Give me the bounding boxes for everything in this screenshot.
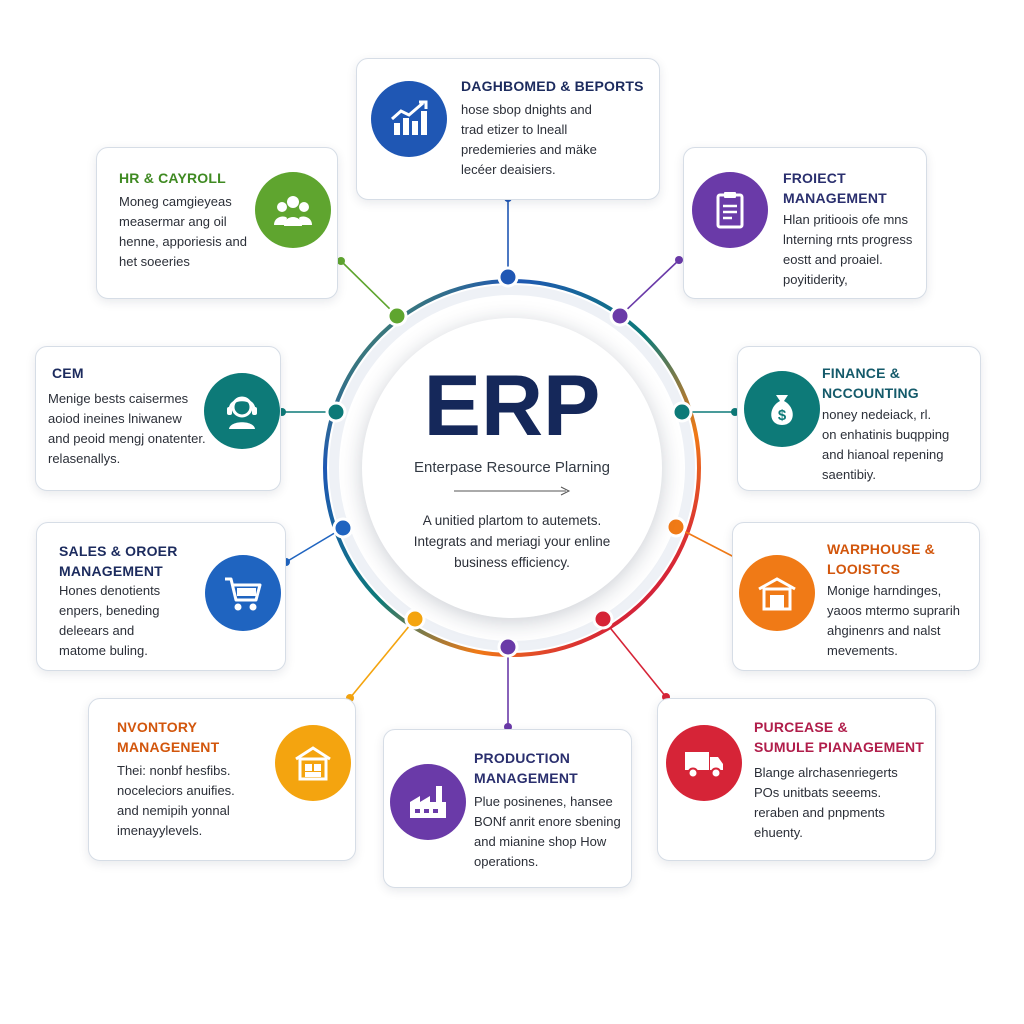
- module-description: Monige harndinges, yaoos mtermo suprarih…: [827, 583, 960, 658]
- module-card-hr[interactable]: HR & CAYROLL Moneg camgieyeas measermar …: [96, 147, 338, 299]
- hub-title: ERP: [423, 358, 601, 454]
- ring-node: [325, 401, 347, 423]
- hub-subtitle: Enterpase Resource Plarning: [414, 459, 610, 476]
- ring-node: [671, 401, 693, 423]
- ring-node: [609, 305, 631, 327]
- module-card-finance[interactable]: $ FINANCE & NCCOUNTING noney nedeiack, r…: [737, 346, 981, 491]
- ring-node: [386, 305, 408, 327]
- ring-node: [497, 636, 519, 658]
- ring-node: [592, 608, 614, 630]
- module-card-crm[interactable]: CEM Menige bests caisermes aoiod ineines…: [35, 346, 281, 491]
- connector-line: [340, 260, 398, 317]
- hub-description: A unitied plartom to autemets. Integrats…: [413, 513, 611, 570]
- connector-end-dot: [675, 256, 683, 264]
- erp-hub: ERP Enterpase Resource Plarning A unitie…: [362, 318, 662, 618]
- connector-line: [619, 259, 680, 317]
- module-card-purchase[interactable]: PURCEASE & SUMULE PIANAGEMENT Blange alr…: [657, 698, 936, 861]
- module-title: DAGHBOMED & BEPORTS: [461, 78, 644, 94]
- ring-node: [665, 516, 687, 538]
- module-card-sales[interactable]: SALES & OROER MANAGEMENT Hones denotient…: [36, 522, 286, 671]
- module-card-warehouse[interactable]: WARPHOUSE & LOOISTCS Monige harndinges, …: [732, 522, 980, 671]
- truck-icon: [666, 725, 742, 801]
- connector-end-dot: [337, 257, 345, 265]
- cart-icon: [205, 555, 281, 631]
- module-title: HR & CAYROLL: [119, 170, 226, 186]
- module-description: hose sbop dnights and trad etizer to lne…: [461, 102, 597, 177]
- module-description: Thei: nonbf hesfibs. noceleciors anuifie…: [117, 763, 235, 838]
- ring-node: [497, 266, 519, 288]
- box-building-icon: [275, 725, 351, 801]
- money-bag-icon: $: [744, 371, 820, 447]
- module-card-dashboard[interactable]: DAGHBOMED & BEPORTS hose sbop dnights an…: [356, 58, 660, 200]
- chart-icon: [371, 81, 447, 157]
- module-title: WARPHOUSE & LOOISTCS: [827, 541, 935, 577]
- module-description: Blange alrchasenriegerts POs unitbats se…: [754, 765, 898, 840]
- ring-node: [404, 608, 426, 630]
- module-title: FINANCE & NCCOUNTING: [822, 365, 919, 401]
- module-title: PRODUCTION MANAGEMENT: [474, 750, 578, 786]
- module-description: Plue posinenes, hansee BONf anrit enore …: [474, 794, 621, 869]
- clipboard-icon: [692, 172, 768, 248]
- ring-node: [332, 517, 354, 539]
- people-icon: [255, 172, 331, 248]
- module-title: SALES & OROER MANAGEMENT: [59, 543, 178, 579]
- svg-text:$: $: [778, 407, 787, 424]
- headset-icon: [204, 373, 280, 449]
- module-description: Moneg camgieyeas measermar ang oil henne…: [119, 194, 247, 269]
- module-description: Hones denotients enpers, beneding deleea…: [59, 583, 161, 658]
- module-card-project[interactable]: FROIECT MANAGEMENT Hlan pritioois ofe mn…: [683, 147, 927, 299]
- factory-icon: [390, 764, 466, 840]
- module-description: noney nedeiack, rl. on enhatinis buqppin…: [822, 407, 950, 482]
- arrow-right-icon: [454, 486, 571, 496]
- connector-line: [675, 526, 737, 559]
- warehouse-icon: [739, 555, 815, 631]
- module-title: FROIECT MANAGEMENT: [783, 170, 887, 206]
- module-title: PURCEASE & SUMULE PIANAGEMENT: [754, 719, 925, 755]
- connector-line: [602, 618, 667, 698]
- module-card-production[interactable]: PRODUCTION MANAGEMENT Plue posinenes, ha…: [383, 729, 632, 888]
- module-card-inventory[interactable]: NVONTORY MANAGENENT Thei: nonbf hesfibs.…: [88, 698, 356, 861]
- connector-line: [285, 527, 344, 563]
- module-title: NVONTORY MANAGENENT: [117, 719, 220, 755]
- connector-line: [349, 618, 416, 699]
- module-title: CEM: [52, 365, 84, 381]
- module-description: Menige bests caisermes aoiod ineines lni…: [48, 391, 206, 466]
- module-description: Hlan pritioois ofe mns lnterning rnts pr…: [783, 212, 913, 287]
